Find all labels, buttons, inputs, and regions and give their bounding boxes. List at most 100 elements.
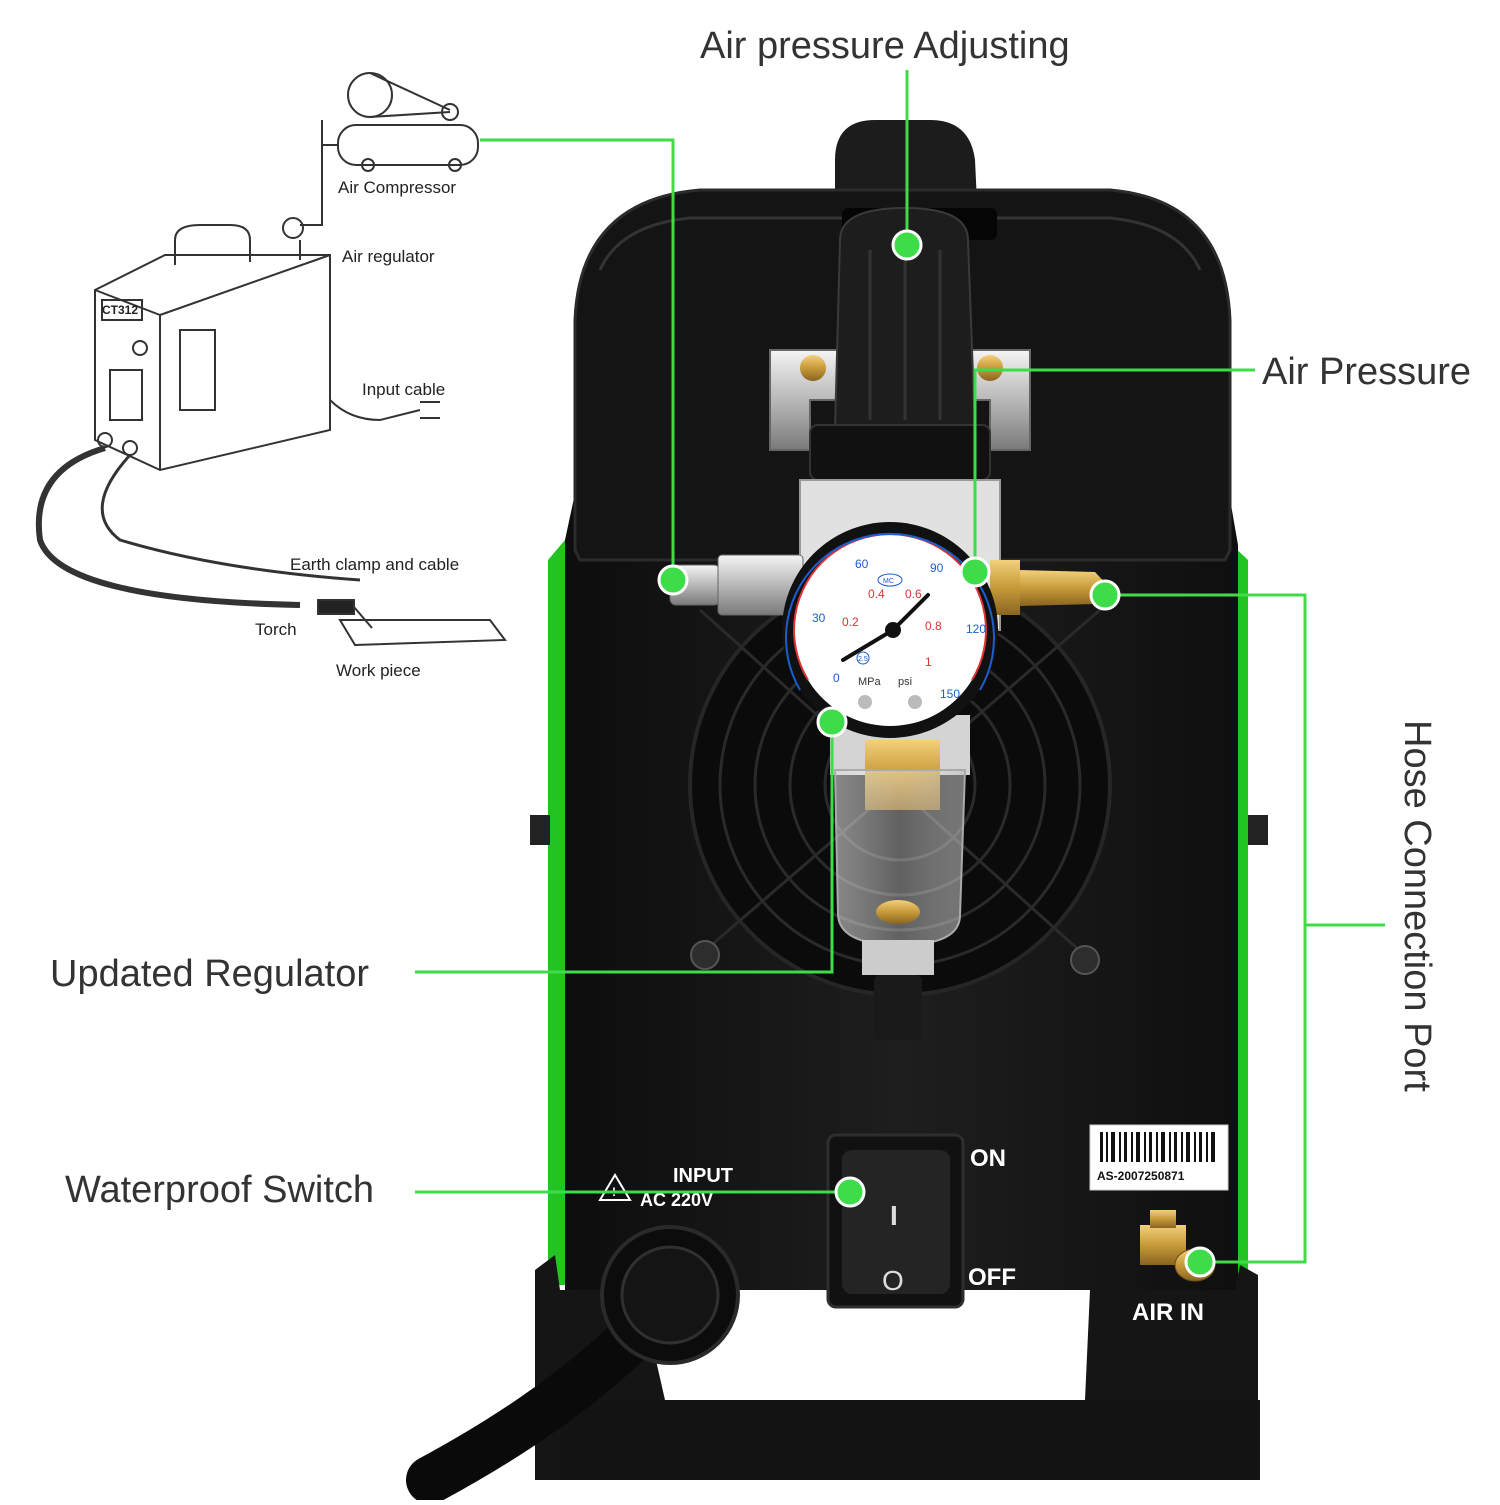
compressor-wheel-right (448, 158, 462, 172)
psi-tick-60: 60 (855, 557, 869, 571)
gauge-pivot (885, 622, 901, 638)
label-work-piece: Work piece (336, 661, 421, 680)
serial-number: AS-2007250871 (1097, 1169, 1185, 1183)
inset-torch-socket (97, 432, 113, 448)
dot-updated-regulator (816, 706, 848, 738)
fan-screw-br (1070, 945, 1100, 975)
leader-air-compressor (480, 138, 675, 580)
leader-hose-top (1105, 593, 1385, 927)
mpa-tick-0-4: 0.4 (868, 587, 885, 601)
switch-off-symbol: O (882, 1265, 904, 1296)
dot-hose-barb (1089, 579, 1121, 611)
callout-air-pressure-adjusting: Air pressure Adjusting (700, 25, 1070, 67)
inset-torch-cable (35, 445, 301, 608)
switch-on-symbol: I (890, 1200, 898, 1231)
barcode (1100, 1132, 1215, 1162)
inset-front-panel (101, 299, 143, 321)
gauge-screw-left (858, 695, 872, 709)
switch-on-label: ON (970, 1145, 1006, 1172)
psi-tick-0: 0 (833, 671, 840, 685)
gauge-class: 2.5 (858, 656, 868, 663)
gauge-needle-tail (891, 593, 930, 632)
left-knob (530, 815, 550, 845)
label-air-compressor: Air Compressor (338, 178, 456, 197)
right-knob (1248, 815, 1268, 845)
callout-updated-regulator: Updated Regulator (50, 953, 369, 995)
input-voltage: AC 220V (640, 1190, 713, 1210)
schematic-labels: Air Compressor Air regulator Input cable… (102, 178, 459, 680)
leader-air-pressure (973, 368, 1255, 570)
gauge-needle (841, 628, 895, 662)
leader-updated-regulator (415, 722, 834, 974)
inset-plug (420, 401, 440, 419)
mpa-tick-0-6: 0.6 (905, 587, 922, 601)
inset-knob (132, 340, 148, 356)
callout-waterproof-switch: Waterproof Switch (65, 1169, 374, 1211)
gauge-brand: MC (883, 578, 894, 585)
base-strip (560, 1400, 1260, 1480)
mpa-tick-1: 1 (925, 655, 932, 669)
inset-input-cable (329, 399, 421, 422)
label-torch: Torch (255, 620, 297, 639)
bracket-screw-right (977, 355, 1003, 381)
compressor-pulley (441, 103, 459, 121)
inset-torch-tip (353, 606, 373, 629)
inset-vent (109, 369, 143, 421)
bracket-screw-left (800, 355, 826, 381)
inset-earth-cable (100, 453, 361, 582)
compressor-wheel-left (361, 158, 375, 172)
input-label: INPUT (673, 1165, 733, 1187)
cable-gland-inner (620, 1245, 720, 1345)
gauge-unit-mpa: MPa (858, 676, 882, 688)
psi-tick-30: 30 (812, 611, 826, 625)
label-earth-clamp: Earth clamp and cable (290, 555, 459, 574)
psi-tick-90: 90 (930, 561, 944, 575)
leader-hose-bottom (1200, 925, 1307, 1264)
compressor-belt (369, 72, 451, 118)
label-input-cable: Input cable (362, 380, 445, 399)
mpa-tick-0-8: 0.8 (925, 619, 942, 633)
gauge-brand-oval (877, 573, 903, 587)
inset-side-vent (179, 329, 216, 411)
switch-off-label: OFF (968, 1264, 1016, 1291)
inset-machine-edges (94, 254, 331, 470)
dot-air-pressure-adjusting (891, 229, 923, 261)
inset-torch (317, 599, 355, 615)
air-hose (300, 120, 338, 226)
callout-dots (657, 229, 1216, 1278)
bowl-base (862, 940, 934, 975)
bowl-drain-fitting (876, 900, 920, 924)
input-power-cable (406, 1306, 664, 1504)
inset-work-piece (338, 619, 507, 647)
left-green-edge (548, 540, 565, 1285)
mpa-tick-0-2: 0.2 (842, 615, 859, 629)
gauge-unit-psi: psi (898, 676, 912, 688)
gauge-psi-arc (785, 532, 995, 691)
inset-model-label: CT312 (102, 303, 138, 317)
lock-ring (809, 424, 991, 481)
dot-waterproof-switch (834, 1176, 866, 1208)
air-in-neck (1150, 1210, 1176, 1228)
psi-tick-150: 150 (940, 687, 960, 701)
warning-triangle-icon (598, 1173, 632, 1201)
air-in-label: AIR IN (1132, 1299, 1204, 1326)
callout-hose-connection-port: Hose Connection Port (1396, 720, 1438, 1092)
callout-air-pressure: Air Pressure (1262, 351, 1471, 393)
rear-control-panel: ! INPUT AC 220V I O ON OFF (406, 1124, 1229, 1504)
drain-valve (874, 975, 922, 1040)
hose-barb (1020, 570, 1110, 606)
psi-tick-120: 120 (966, 622, 986, 636)
inset-machine-body (94, 254, 331, 472)
inset-air-regulator (282, 217, 304, 239)
pressure-gauge: 0 30 60 90 120 150 0.2 0.4 0.6 0.8 1 MC … (782, 522, 998, 738)
setup-schematic (35, 72, 507, 647)
waterproof-switch[interactable] (842, 1150, 950, 1294)
gauge-screw-right (908, 695, 922, 709)
dot-air-compressor-inlet (657, 564, 689, 596)
dot-air-pressure (959, 556, 991, 588)
fan-screw-bl (690, 940, 720, 970)
callout-lines (415, 70, 1385, 1264)
inset-handle (174, 224, 251, 265)
label-air-regulator: Air regulator (342, 247, 435, 266)
